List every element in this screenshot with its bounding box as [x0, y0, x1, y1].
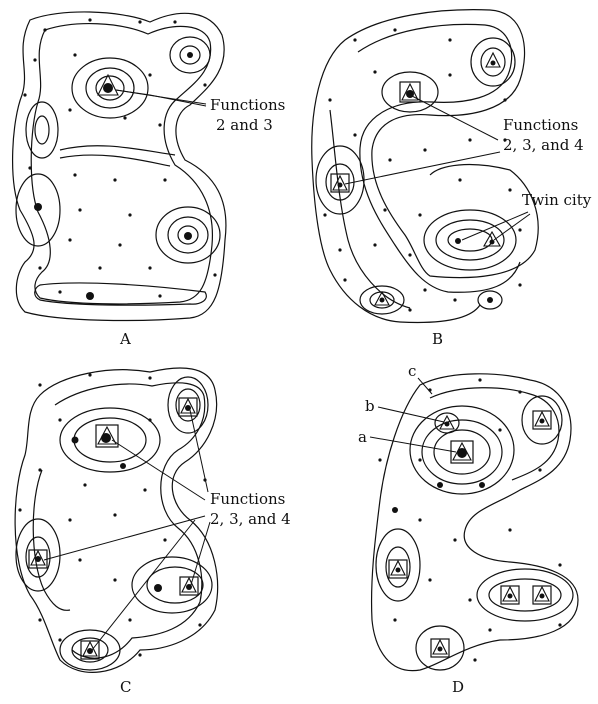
panel-b-twin-triangle-dot [490, 240, 495, 245]
panel-a-node2-dot [187, 52, 193, 58]
panel-d-label: D [452, 678, 464, 696]
panel-d-marker-b: b [365, 397, 375, 415]
panel-a-bottom-dot [86, 292, 94, 300]
panel-d-leader-b [378, 407, 444, 422]
panel-b-leader-1 [412, 96, 498, 140]
panel-c-node4-side-dot [154, 584, 162, 592]
panel-b-node5-dot [380, 298, 385, 303]
panel-c-node3-dot [35, 556, 41, 562]
panel-c: Functions 2, 3, and 4 C [15, 368, 291, 696]
panel-b-note-line2: 2, 3, and 4 [503, 136, 584, 154]
panel-d-leader-a [370, 437, 456, 452]
panel-a-node3-ring1 [26, 102, 58, 158]
panel-d-outer-contour [372, 374, 578, 671]
panel-b-scatter [323, 28, 521, 311]
panel-b-twin-city: Twin city [522, 191, 592, 209]
panel-b-node2-dot [491, 61, 496, 66]
panel-b-leader-2 [345, 152, 500, 184]
panel-a-label: A [119, 330, 131, 348]
panel-a-node3-ring2 [35, 116, 49, 144]
panel-c-outer-contour [15, 368, 217, 672]
panel-c-contour-2 [55, 383, 205, 658]
panel-c-note-line2: 2, 3, and 4 [210, 510, 291, 528]
panel-d-marker-c: c [408, 362, 416, 380]
panel-b-contour-2 [358, 24, 520, 292]
panel-a-note-line2: 2 and 3 [216, 116, 273, 134]
panel-b-twin-ring1 [424, 210, 516, 270]
panel-d-marker-a: a [358, 428, 367, 446]
panel-d: a b c D [358, 362, 578, 696]
panel-d-node4-dot-left [508, 594, 513, 599]
panel-b-label: B [432, 330, 443, 348]
panel-c-leader-2 [190, 410, 208, 492]
panel-b-twin-ring3 [448, 229, 492, 251]
panel-d-node3-ring1 [376, 529, 420, 601]
panel-a-center-dot [103, 83, 113, 93]
panel-b-node3-ring1 [316, 146, 364, 214]
panel-d-node5-dot [438, 647, 443, 652]
panel-d-node4-dot-right [540, 594, 545, 599]
panel-c-contour-3 [33, 470, 70, 610]
panel-d-node-b-dot [445, 422, 450, 427]
panel-b-node3-dot [338, 183, 343, 188]
panel-b-twin-dot [455, 238, 461, 244]
panel-a-channel [60, 146, 175, 166]
panel-a: Functions 2 and 3 A [13, 12, 286, 348]
panel-d-node3-dot [396, 568, 401, 573]
panel-a-scatter [23, 18, 216, 297]
panel-c-node1-dot [101, 433, 111, 443]
panel-a-outer-contour [13, 12, 226, 321]
panel-b-note-line1: Functions [503, 116, 578, 134]
panel-a-leader-2 [116, 90, 206, 106]
panel-c-note-line1: Functions [210, 490, 285, 508]
panel-a-note-line1: Functions [210, 96, 285, 114]
panel-a-node5-dot [184, 232, 192, 240]
panel-b-contour-3 [330, 110, 410, 308]
panel-b-leader-4 [494, 214, 530, 240]
panel-a-node4-dot [34, 203, 42, 211]
panel-d-node4-ring2 [489, 579, 561, 611]
panel-c-node3-ring1 [16, 519, 60, 591]
panel-c-label: C [120, 678, 131, 696]
panel-c-scatter [18, 373, 206, 656]
panel-d-node3-ring2 [386, 547, 410, 587]
panel-d-node4-ring1 [477, 569, 573, 621]
panel-d-node-a-dot [457, 448, 467, 458]
panel-b-leader-3 [462, 212, 528, 240]
panel-b-node6-dot [487, 297, 493, 303]
panel-b: Functions 2, 3, and 4 Twin city B [312, 10, 592, 348]
panel-a-inner-contour [31, 24, 212, 304]
panel-d-node2-dot [540, 419, 545, 424]
panel-c-node5-dot [87, 648, 93, 654]
panel-c-leader-5 [190, 522, 210, 588]
